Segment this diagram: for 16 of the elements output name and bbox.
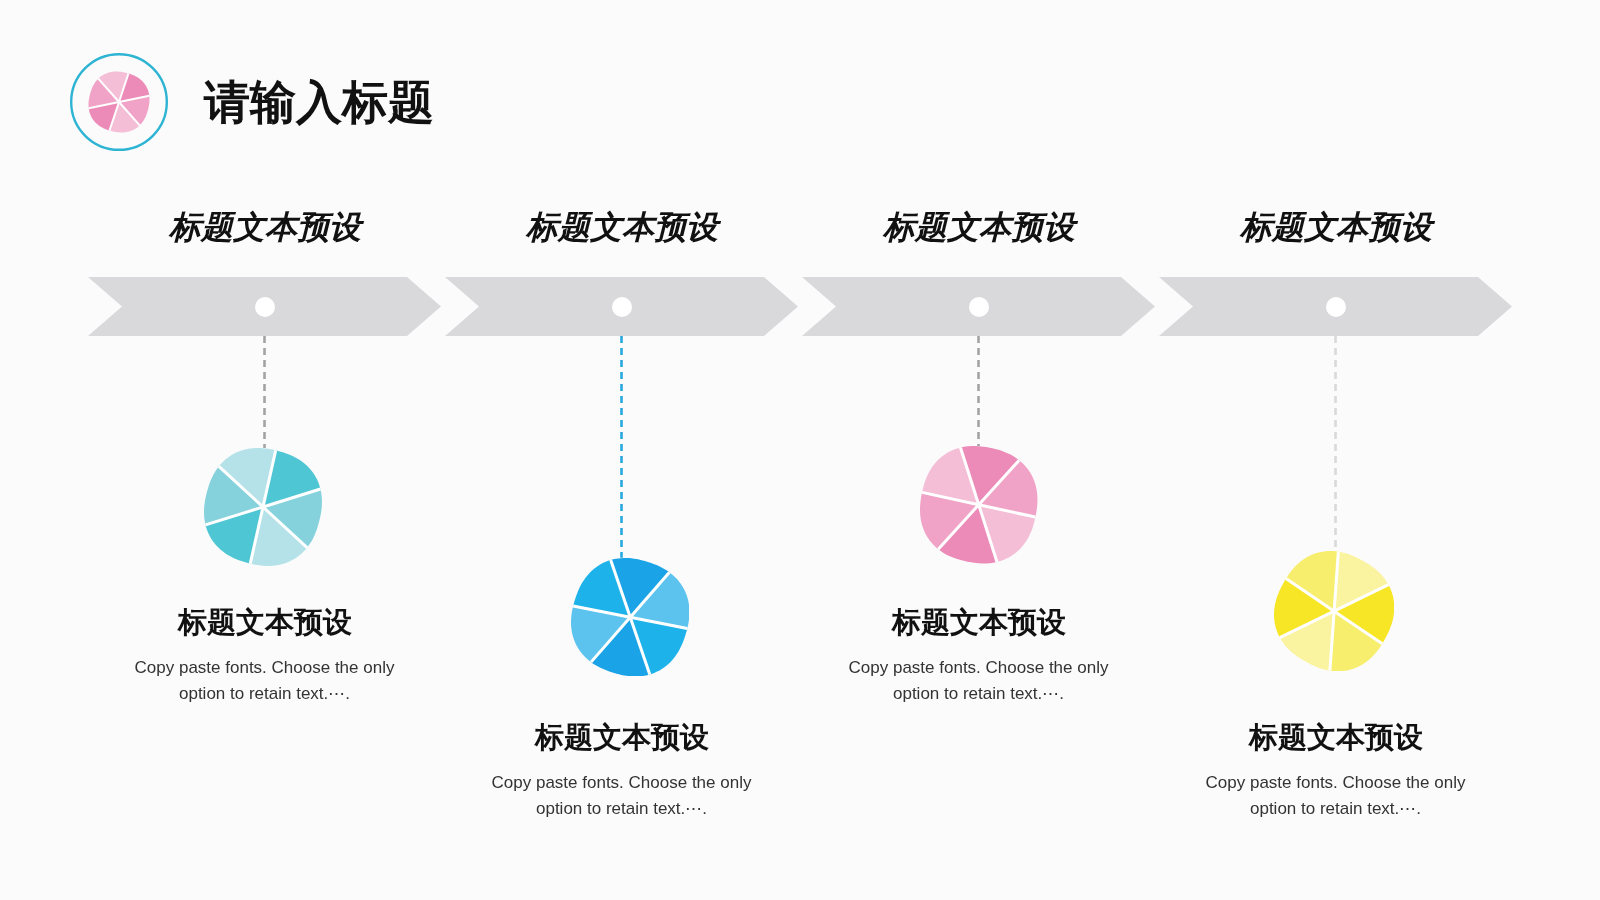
- item-description: Copy paste fonts. Choose the only option to retain text.⋯.: [1204, 772, 1467, 820]
- segmented-circle: [1273, 550, 1395, 672]
- item-heading: 标题文本预设: [1248, 719, 1423, 755]
- dashed-connector: [620, 336, 623, 558]
- segmented-circle: [204, 448, 322, 566]
- dashed-connector: [977, 336, 980, 447]
- item-heading: 标题文本预设: [891, 604, 1066, 640]
- segmented-circle: [920, 446, 1038, 564]
- item-description: Copy paste fonts. Choose the only option to retain text.⋯.: [133, 657, 396, 705]
- item-description: Copy paste fonts. Choose the only option to retain text.⋯.: [490, 772, 753, 820]
- item-description: Copy paste fonts. Choose the only option to retain text.⋯.: [847, 657, 1110, 705]
- dashed-connector: [263, 336, 266, 448]
- item-heading: 标题文本预设: [177, 604, 352, 640]
- item-heading: 标题文本预设: [534, 719, 709, 755]
- page-title: 请输入标题: [204, 74, 434, 131]
- segmented-circle: [570, 557, 690, 677]
